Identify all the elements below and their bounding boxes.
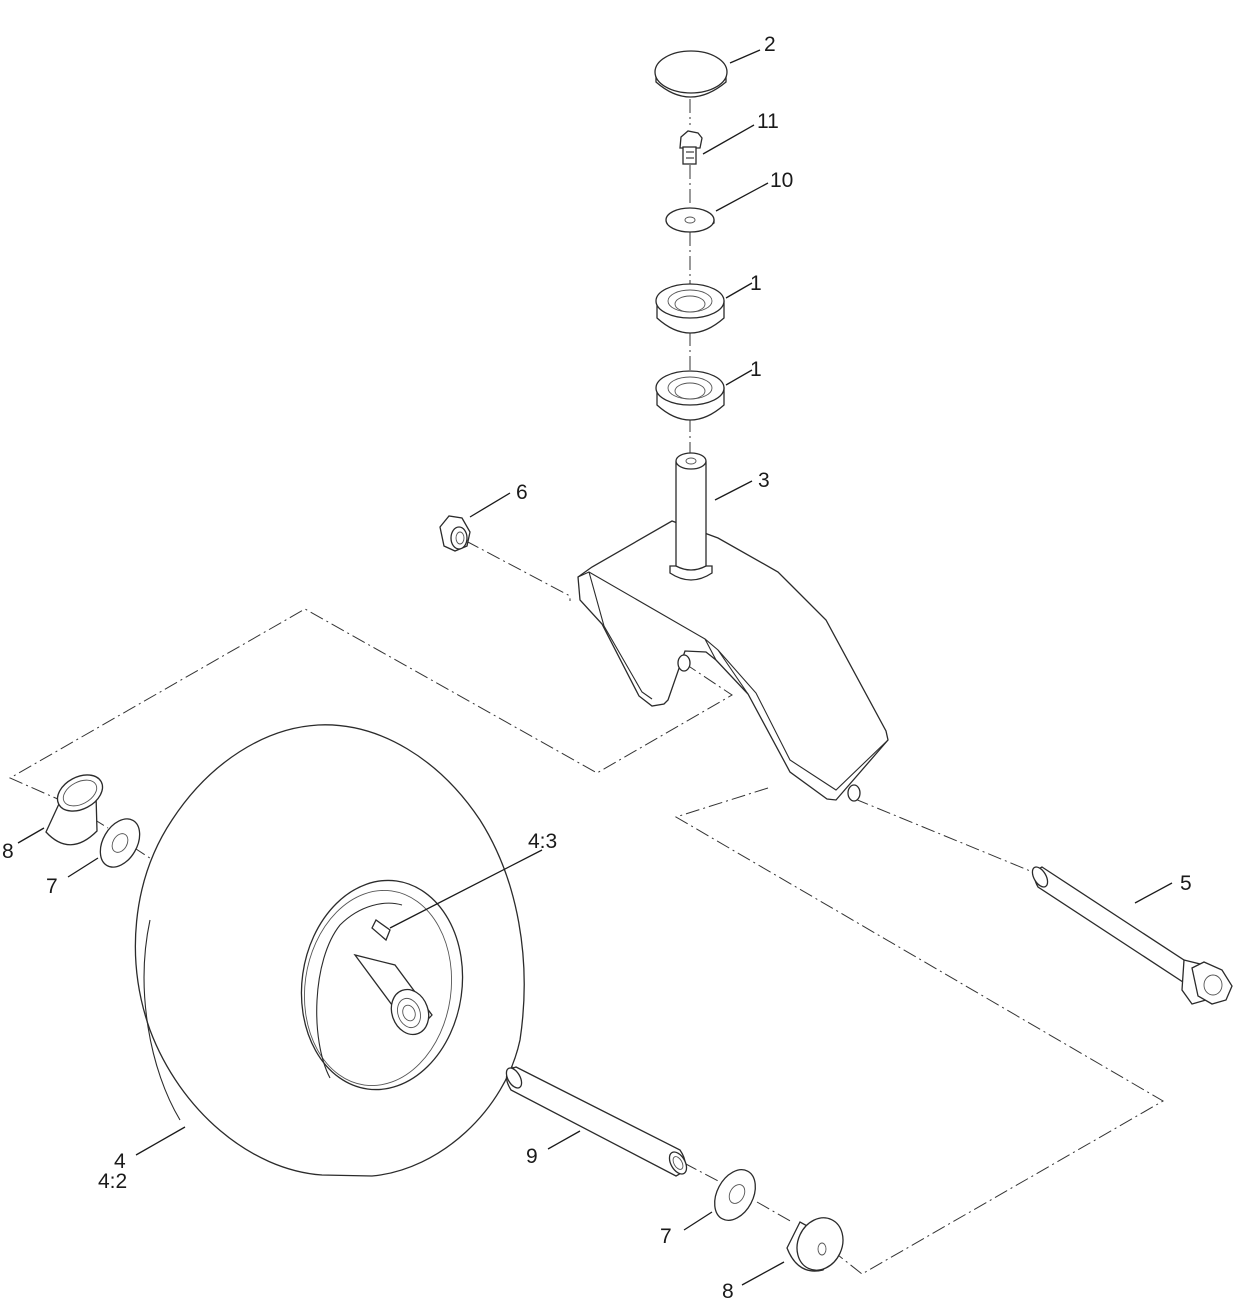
callout-5: 5	[1180, 872, 1192, 895]
callout-1-upper: 1	[750, 272, 762, 295]
callout-7-left: 7	[46, 875, 58, 898]
spacer-part-8-right: 8	[722, 1217, 844, 1303]
callout-10: 10	[770, 169, 793, 192]
callout-8-right: 8	[722, 1280, 734, 1303]
flange-nut-part-6: 6	[439, 481, 528, 552]
washer-part-10: 10	[665, 169, 793, 233]
washer-part-7-left: 7	[46, 818, 141, 898]
cap-part-2: 2	[654, 33, 776, 98]
callout-4-3: 4:3	[528, 830, 557, 853]
washer-part-7-right: 7	[660, 1169, 756, 1248]
callout-4-2: 4:2	[98, 1170, 127, 1193]
callout-6: 6	[516, 481, 528, 504]
callout-2: 2	[764, 33, 776, 56]
callout-4: 4	[114, 1150, 126, 1173]
axle-tube-part-9: 9	[505, 1066, 688, 1177]
callout-8-left: 8	[2, 840, 14, 863]
bearing-part-1-lower: 1	[655, 358, 762, 421]
wheel-part-4: 4:3 4 4:2	[98, 724, 557, 1193]
spacer-part-8-left: 8	[2, 774, 104, 863]
spindle-part-3: 3	[669, 452, 770, 581]
callout-1-lower: 1	[750, 358, 762, 381]
bearing-part-1-upper: 1	[655, 272, 762, 334]
caster-fork-part-3	[577, 520, 889, 802]
callout-3: 3	[758, 469, 770, 492]
callout-7-right: 7	[660, 1225, 672, 1248]
bolt-part-11: 11	[679, 110, 779, 165]
callout-11: 11	[757, 110, 779, 133]
bolt-part-5: 5	[1031, 866, 1233, 1005]
assembly-lines	[8, 75, 1164, 1275]
callout-9: 9	[526, 1145, 538, 1168]
